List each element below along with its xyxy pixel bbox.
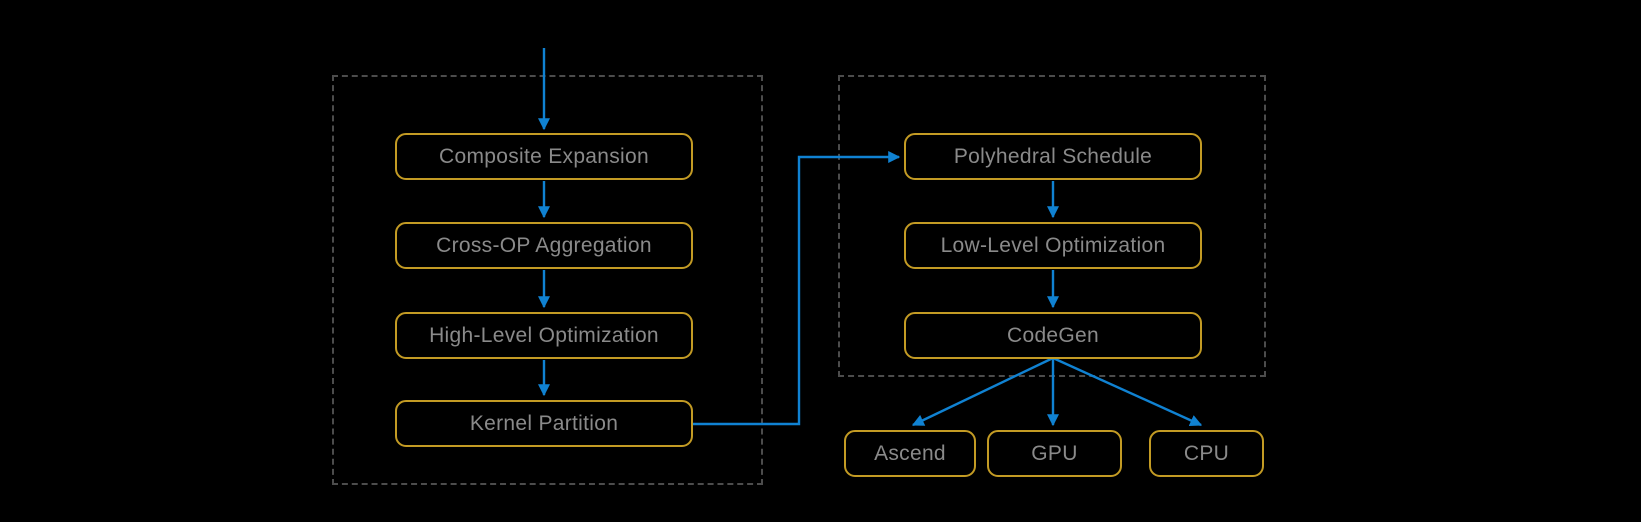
node-target-ascend: Ascend bbox=[844, 430, 976, 477]
node-kernel-partition: Kernel Partition bbox=[395, 400, 693, 447]
node-composite-expansion: Composite Expansion bbox=[395, 133, 693, 180]
node-low-level-optimization: Low-Level Optimization bbox=[904, 222, 1202, 269]
arrow-codegen-to-cpu bbox=[1052, 356, 1203, 427]
frontend-group-frame bbox=[332, 75, 763, 485]
node-label: Low-Level Optimization bbox=[940, 233, 1166, 257]
arrow-kernel-to-polyhedral bbox=[693, 151, 901, 426]
node-label: Ascend bbox=[874, 441, 946, 465]
node-label: CodeGen bbox=[1007, 323, 1099, 347]
node-label: Polyhedral Schedule bbox=[953, 144, 1153, 168]
node-label: Composite Expansion bbox=[439, 144, 649, 168]
arrow-codegen-to-ascend bbox=[911, 356, 1054, 427]
node-high-level-optimization: High-Level Optimization bbox=[395, 312, 693, 359]
node-polyhedral-schedule: Polyhedral Schedule bbox=[904, 133, 1202, 180]
node-label: Kernel Partition bbox=[469, 411, 619, 435]
node-label: High-Level Optimization bbox=[429, 323, 659, 347]
node-label: CPU bbox=[1183, 441, 1230, 465]
node-target-gpu: GPU bbox=[987, 430, 1122, 477]
node-label: Cross-OP Aggregation bbox=[436, 233, 652, 257]
node-cross-op-aggregation: Cross-OP Aggregation bbox=[395, 222, 693, 269]
node-target-cpu: CPU bbox=[1149, 430, 1264, 477]
node-codegen: CodeGen bbox=[904, 312, 1202, 359]
node-label: GPU bbox=[1031, 441, 1078, 465]
